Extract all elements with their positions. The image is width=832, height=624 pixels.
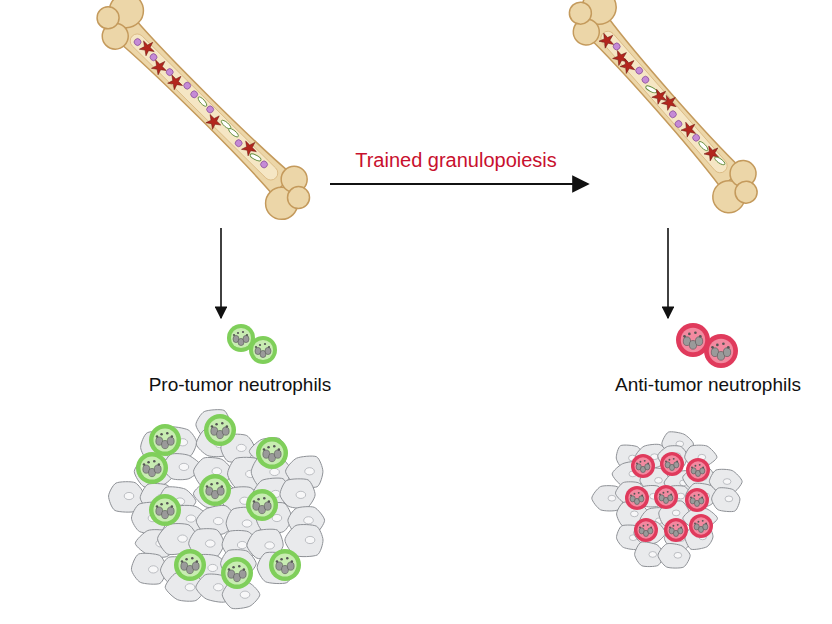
neutrophil [654, 485, 678, 509]
tumor-mass [592, 432, 742, 568]
neutrophil [199, 474, 231, 506]
neutrophil [249, 336, 277, 364]
neutrophil [664, 518, 688, 542]
neutrophil [634, 518, 658, 542]
neutrophil [256, 437, 288, 469]
neutrophil [704, 334, 738, 368]
neutrophil [149, 494, 181, 526]
group-label: Pro-tumor neutrophils [149, 374, 332, 396]
neutrophil [689, 514, 713, 538]
neutrophil [149, 424, 181, 456]
neutrophil [174, 549, 206, 581]
neutrophil [136, 452, 168, 484]
group-label: Anti-tumor neutrophils [615, 374, 801, 396]
neutrophil [631, 454, 655, 478]
neutrophil [660, 452, 684, 476]
tumor-mass [109, 410, 325, 609]
neutrophil [204, 414, 236, 446]
release-arrow [667, 228, 669, 318]
femur-bone [82, 0, 327, 228]
cell-group: Pro-tumor neutrophils [149, 374, 332, 396]
release-arrow [220, 228, 222, 318]
neutrophil [246, 489, 278, 521]
neutrophil [221, 557, 253, 589]
training-arrow [330, 183, 588, 185]
femur-bone [554, 0, 776, 222]
neutrophil [685, 488, 709, 512]
neutrophil [269, 549, 301, 581]
cell-group: Anti-tumor neutrophils [615, 374, 801, 396]
neutrophil [625, 486, 649, 510]
neutrophil [686, 458, 710, 482]
arrow-label: Trained granulopoiesis [355, 149, 557, 172]
